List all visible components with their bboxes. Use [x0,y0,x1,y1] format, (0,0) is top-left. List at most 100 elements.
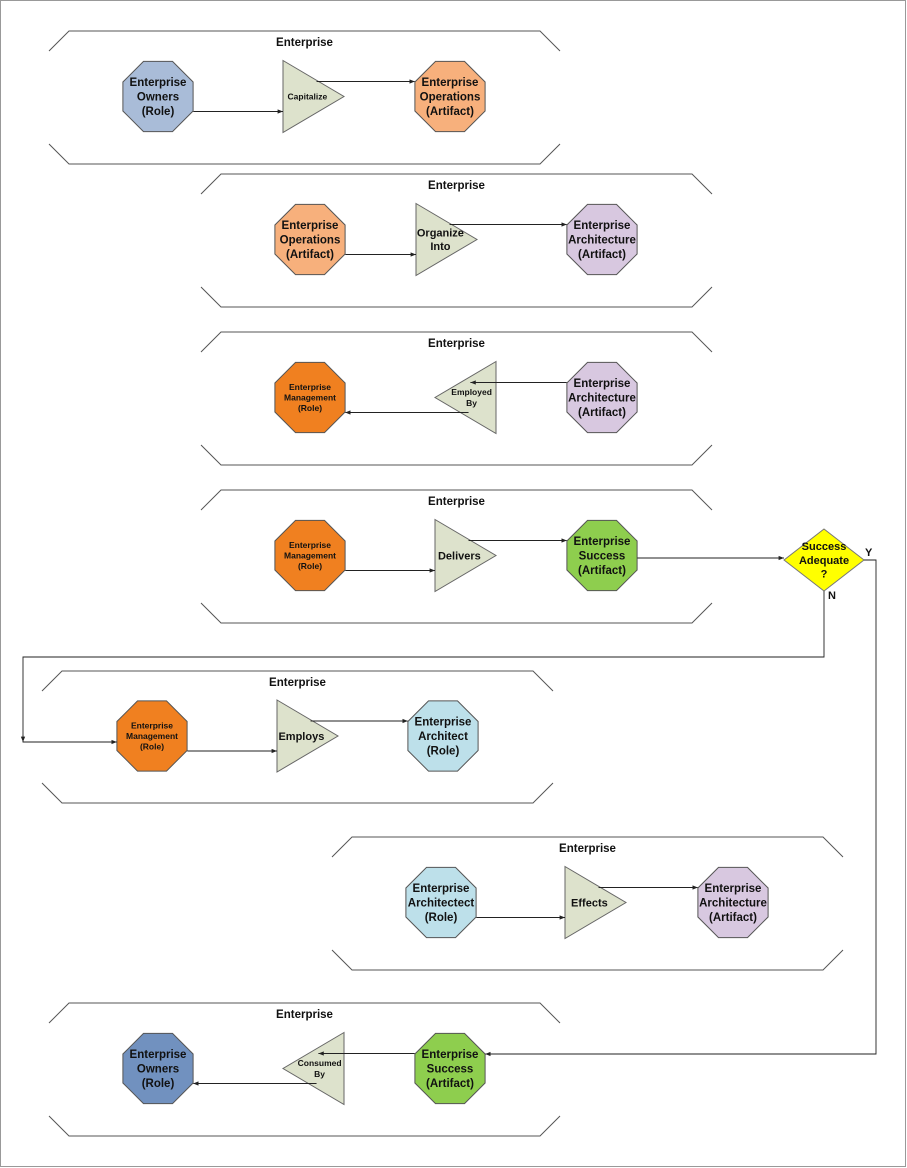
right-node-label: Operations [420,92,481,104]
right-node-label: Enterprise [574,378,631,390]
right-node-label: Enterprise [574,220,631,232]
panel-frame-top [200,489,713,511]
left-node-label: (Role) [298,403,322,413]
right-node-label: Enterprise [422,77,479,89]
process-triangle [276,699,339,773]
process-label: Employs [278,731,324,743]
right-node-label: Architecture [568,235,636,247]
decision-label: Adequate [799,555,849,567]
right-node-label: Enterprise [705,883,762,895]
panel-title: Enterprise [428,496,485,508]
left-node-octagon [116,700,188,772]
decision-label: ? [821,569,828,581]
panel-title: Enterprise [428,180,485,192]
left-node-label: Enterprise [130,1049,187,1061]
right-node-label: Architecture [568,393,636,405]
no-label: N [828,590,836,602]
left-node-octagon [122,60,194,133]
process-triangle [434,518,497,593]
enterprise-panel-5: EnterpriseEnterpriseManagement(Role)Ente… [41,670,554,804]
right-node-label: Success [579,551,626,563]
left-node-label: Enterprise [289,540,331,550]
left-node-octagon [405,866,477,939]
right-node-label: Architecture [699,898,767,910]
process-label: Consumed [298,1058,342,1068]
right-node-octagon [697,866,769,939]
left-node-octagon [274,519,346,592]
panel-frame-bottom [200,444,713,466]
panel-frame-bottom [48,1115,561,1137]
enterprise-panel-6: EnterpriseEnterpriseArchitectect(Role)En… [331,836,844,971]
panel-frame-bottom [331,949,844,971]
enterprise-panel-2: EnterpriseEnterpriseOperations(Artifact)… [200,173,713,308]
right-node-label: Success [427,1064,474,1076]
right-node-octagon [566,203,638,276]
left-node-octagon [274,361,346,434]
right-node-label: Enterprise [415,717,472,729]
process-label: By [466,398,477,408]
yes-label: Y [865,547,873,559]
enterprise-panel-3: EnterpriseEnterpriseManagement(Role)Ente… [200,331,713,466]
process-label: Organize [417,228,464,240]
panels-layer: EnterpriseEnterpriseOwners(Role)Enterpri… [41,30,844,1137]
left-node-label: Enterprise [413,883,470,895]
left-node-label: Enterprise [289,382,331,392]
left-node-label: Operations [280,235,341,247]
right-node-label: (Role) [427,745,460,757]
panel-frame-top [200,173,713,195]
panel-frame-top [48,1002,561,1024]
left-node-octagon [274,203,346,276]
right-node-label: Architect [418,731,468,743]
right-node-label: (Artifact) [426,106,474,118]
process-triangle [282,1031,345,1106]
right-node-octagon [414,60,486,133]
left-node-label: Architectect [408,898,475,910]
process-triangle [434,360,497,435]
panel-title: Enterprise [276,1009,333,1021]
panel-title: Enterprise [269,677,326,689]
process-label: Effects [571,897,608,909]
right-node-label: (Artifact) [578,407,626,419]
left-node-label: (Role) [142,1078,175,1090]
process-label: Into [430,241,450,253]
panel-title: Enterprise [276,37,333,49]
right-node-label: (Artifact) [709,912,757,924]
left-node-octagon [122,1032,194,1105]
enterprise-panel-7: EnterpriseEnterpriseOwners(Role)Enterpri… [48,1002,561,1137]
process-triangle [564,865,627,940]
yes-branch-connector [485,559,877,1057]
left-node-label: Enterprise [282,220,339,232]
process-triangle [282,59,345,134]
panel-frame-bottom [41,782,554,804]
right-node-octagon [407,700,479,772]
left-node-label: (Role) [298,561,322,571]
left-node-label: Management [284,551,336,561]
process-label: Delivers [438,550,481,562]
left-node-label: Enterprise [130,77,187,89]
enterprise-panel-1: EnterpriseEnterpriseOwners(Role)Enterpri… [48,30,561,165]
left-node-label: Enterprise [131,720,173,730]
left-node-label: (Role) [140,742,164,752]
panel-frame-bottom [200,602,713,624]
right-node-label: Enterprise [574,536,631,548]
left-node-label: Management [284,393,336,403]
panel-frame-top [331,836,844,858]
panel-frame-top [200,331,713,353]
left-node-label: (Artifact) [286,249,334,261]
process-label: By [314,1069,325,1079]
right-node-label: (Artifact) [426,1078,474,1090]
right-node-octagon [566,519,638,592]
right-node-label: (Artifact) [578,249,626,261]
left-node-label: Owners [137,1064,179,1076]
panel-frame-top [48,30,561,52]
panel-frame-bottom [200,286,713,308]
left-node-label: (Role) [142,106,175,118]
left-node-label: (Role) [425,912,458,924]
right-node-label: Enterprise [422,1049,479,1061]
left-node-label: Management [126,731,178,741]
connectors-layer: Success Adequate? Y N [20,528,877,1057]
right-node-octagon [414,1032,486,1105]
